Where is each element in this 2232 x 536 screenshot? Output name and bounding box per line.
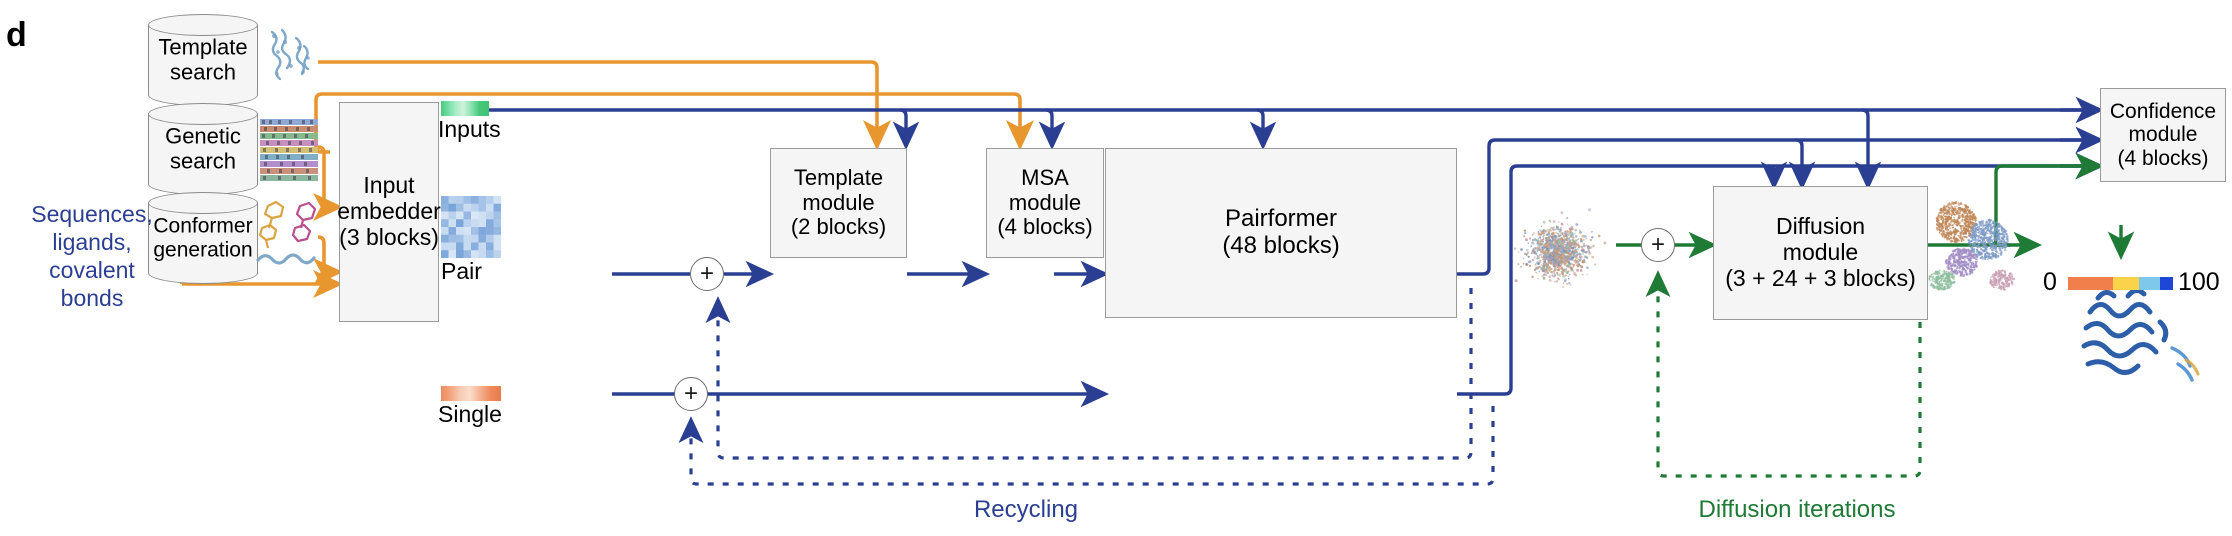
module-input-embedder[interactable]: Input embedder (3 blocks) [337, 102, 441, 322]
input-line-2: ligands, [52, 229, 132, 256]
module-line-3: (4 blocks) [997, 214, 1093, 240]
diffusion-iteration-wires [1645, 262, 1922, 478]
module-line-1: Input [363, 172, 415, 199]
module-line-1: Pairformer [1224, 205, 1338, 233]
input-description: Sequences, ligands, covalent bonds [4, 200, 180, 312]
confidence-scale-max-label: 100 [2178, 268, 2220, 296]
module-line-1: Template [793, 165, 884, 191]
pair-representation-swatch [441, 196, 501, 258]
cylinder-top [148, 192, 258, 214]
db-template-search-label: Template search [148, 35, 258, 84]
blue-forward-wires [488, 96, 2105, 408]
module-diffusion[interactable]: Diffusion module (3 + 24 + 3 blocks) [1713, 186, 1928, 320]
module-line-3: (4 blocks) [2117, 146, 2209, 170]
colorbar-segment-mid [2113, 277, 2140, 290]
db-genetic-search-label: Genetic search [148, 124, 258, 173]
recycling-wires [678, 288, 1495, 486]
cylinder-top [148, 14, 258, 36]
db-label-line-2: generation [153, 238, 253, 261]
single-representation-label: Single [438, 401, 502, 427]
module-line-2: embedder [337, 198, 441, 225]
colorbar-segment-low [2068, 277, 2114, 290]
input-line-4: bonds [60, 285, 124, 312]
confidence-colorbar [2068, 277, 2173, 290]
module-line-1: Confidence [2109, 99, 2217, 123]
module-line-2: module [1008, 189, 1082, 215]
module-input-embedder-label: Input embedder (3 blocks) [337, 173, 441, 250]
input-line-3: covalent [49, 257, 135, 284]
module-line-1: MSA [1021, 165, 1069, 191]
colorbar-segment-top [2160, 277, 2173, 290]
conformer-molecules-thumbnail [256, 200, 317, 265]
cylinder-top [148, 103, 258, 125]
module-confidence[interactable]: Confidence module (4 blocks) [2100, 88, 2226, 182]
module-line-3: (3 + 24 + 3 blocks) [1725, 264, 1916, 291]
diffusion-add-operator: + [1641, 228, 1675, 262]
module-pairformer-label: Pairformer (48 blocks) [1222, 205, 1340, 260]
module-line-3: (2 blocks) [790, 214, 887, 240]
module-line-3: (3 blocks) [339, 223, 439, 250]
single-add-operator: + [674, 377, 708, 411]
input-line-1: Sequences, [31, 201, 153, 227]
module-msa[interactable]: MSA module (4 blocks) [986, 148, 1104, 258]
db-conformer-generation[interactable]: Conformer generation [148, 192, 258, 284]
module-diffusion-label: Diffusion module (3 + 24 + 3 blocks) [1725, 214, 1916, 291]
db-genetic-search[interactable]: Genetic search [148, 103, 258, 195]
module-line-2: (48 blocks) [1222, 232, 1340, 259]
diffusion-iterations-label: Diffusion iterations [1698, 496, 1896, 523]
db-label-line-1: Template [158, 34, 248, 60]
recycling-label: Recycling [973, 496, 1079, 523]
db-template-search[interactable]: Template search [148, 14, 258, 106]
db-label-line-2: search [169, 148, 237, 173]
db-label-line-2: search [169, 59, 237, 84]
module-template[interactable]: Template module (2 blocks) [770, 148, 907, 258]
confidence-scale-min-label: 0 [2043, 268, 2057, 296]
inputs-representation-swatch [441, 101, 489, 116]
module-template-label: Template module (2 blocks) [790, 165, 887, 240]
msa-alignment-thumbnail [260, 119, 318, 181]
module-line-2: module [1782, 239, 1859, 266]
single-representation-swatch [441, 386, 501, 401]
colorbar-segment-high [2139, 277, 2161, 290]
module-msa-label: MSA module (4 blocks) [997, 165, 1093, 240]
pair-representation-label: Pair [441, 258, 482, 284]
db-label-line-1: Genetic [165, 123, 241, 149]
template-structure-thumbnail [270, 28, 310, 81]
module-pairformer[interactable]: Pairformer (48 blocks) [1105, 148, 1457, 318]
noise-cloud-thumbnail [1513, 208, 1607, 288]
db-conformer-generation-label: Conformer generation [148, 214, 258, 261]
module-line-1: Diffusion [1775, 213, 1866, 240]
confidence-colored-structure-thumbnail [2081, 288, 2200, 382]
module-line-2: module [2128, 123, 2198, 147]
predicted-complex-thumbnail [1928, 200, 2016, 291]
panel-letter: d [6, 16, 27, 54]
inputs-representation-label: Inputs [438, 116, 501, 142]
module-confidence-label: Confidence module (4 blocks) [2110, 100, 2216, 171]
pair-add-operator: + [690, 257, 724, 291]
module-line-2: module [802, 189, 875, 215]
